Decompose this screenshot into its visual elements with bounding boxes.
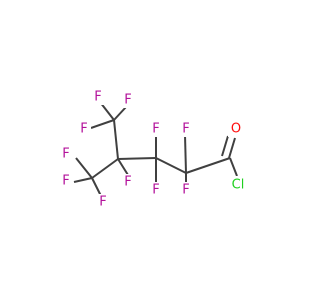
atom-F4: F xyxy=(152,183,159,198)
bond-c6-f10 xyxy=(73,177,93,183)
atom-labels: O Cl F F F F F F F F F xyxy=(59,89,249,210)
bond-c1-cl1 xyxy=(229,157,238,177)
bond-c1-o1-a xyxy=(228,137,236,159)
bond-c2-c3 xyxy=(155,157,187,174)
atom-F9: F xyxy=(62,147,69,162)
bond-c2-f1 xyxy=(184,134,187,174)
bond-c6-f9 xyxy=(75,157,93,179)
bond-c1-o1-b xyxy=(221,135,229,157)
bond-c4-c6 xyxy=(91,158,119,179)
atom-F2: F xyxy=(182,183,189,198)
atom-F7: F xyxy=(124,93,131,108)
molecule-structure-diagram: O Cl F F F F F F F F F xyxy=(59,89,249,210)
atom-F8: F xyxy=(80,122,87,137)
bond-c6-f11 xyxy=(91,177,102,197)
atom-F3: F xyxy=(152,122,159,137)
bond-c1-c2 xyxy=(185,157,231,174)
atom-F10: F xyxy=(62,174,69,189)
bond-c4-c5 xyxy=(113,119,119,160)
atom-F6: F xyxy=(94,90,101,105)
bond-c4-f5 xyxy=(117,158,129,176)
bond-c3-c4 xyxy=(117,157,157,160)
atom-F11: F xyxy=(99,195,106,210)
atom-Cl1: Cl xyxy=(232,178,245,193)
atom-F1: F xyxy=(182,122,189,137)
bond-c5-f7 xyxy=(113,106,127,121)
atom-F5: F xyxy=(124,175,131,190)
bond-c5-f8 xyxy=(90,119,115,129)
atom-O1: O xyxy=(231,122,241,137)
structure-svg: O Cl F F F F F F F F F xyxy=(59,89,249,210)
